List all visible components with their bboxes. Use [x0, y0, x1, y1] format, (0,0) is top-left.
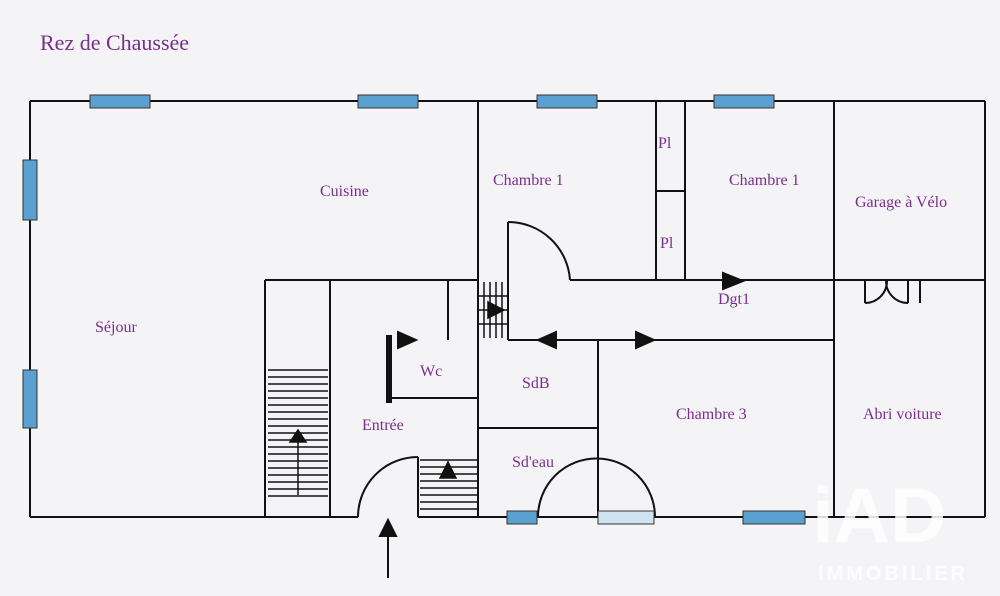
arrow-right	[635, 330, 657, 350]
room-label-entree: Entrée	[362, 417, 404, 434]
arrow-right	[722, 271, 746, 291]
room-label-chambre-1: Chambre 1	[493, 172, 564, 189]
room-label-chambre-3: Chambre 3	[676, 406, 747, 423]
window	[713, 94, 775, 109]
arrow-right	[397, 330, 419, 350]
stairs-corridor	[478, 282, 508, 338]
stairs-left	[268, 369, 328, 497]
arrows	[378, 271, 746, 578]
window	[22, 369, 38, 429]
room-label-sdeau: Sd'eau	[512, 454, 554, 471]
window	[506, 510, 538, 525]
room-label-wc: Wc	[420, 363, 442, 380]
garage-door-right	[885, 280, 909, 304]
arrow-left	[535, 330, 557, 350]
window	[597, 510, 655, 525]
entry-door-swing	[357, 456, 419, 518]
entry-arrow-icon	[378, 517, 398, 537]
doors	[357, 220, 985, 518]
window	[89, 94, 151, 109]
garage-door-left	[864, 280, 888, 304]
room-label-sdb: SdB	[522, 375, 550, 392]
room-label-sejour: Séjour	[95, 319, 137, 336]
room-label-placard-2: Pl	[660, 235, 674, 252]
window	[536, 94, 598, 109]
room-label-cuisine: Cuisine	[320, 183, 369, 200]
room-label-chambre-1-b: Chambre 1	[729, 172, 800, 189]
window	[742, 510, 806, 525]
brand-watermark: iAD IMMOBILIER	[812, 471, 968, 585]
room-label-abri-voiture: Abri voiture	[863, 406, 942, 423]
windows	[22, 94, 806, 525]
room-labels: Séjour Cuisine Chambre 1 Chambre 1 Pl Pl…	[95, 135, 947, 471]
stairs-entry	[420, 459, 477, 510]
double-door-swing	[537, 457, 656, 518]
door-swing	[507, 220, 571, 281]
plan-title: Rez de Chaussée	[40, 30, 189, 55]
window	[22, 159, 38, 221]
window	[357, 94, 419, 109]
room-label-degagement: Dgt1	[718, 291, 750, 308]
brand-logo: iAD	[812, 471, 946, 559]
room-label-garage: Garage à Vélo	[855, 194, 947, 211]
walls	[29, 100, 986, 518]
brand-tagline: IMMOBILIER	[818, 563, 968, 585]
room-label-placard-1: Pl	[658, 135, 672, 152]
wall-segment	[386, 335, 392, 403]
